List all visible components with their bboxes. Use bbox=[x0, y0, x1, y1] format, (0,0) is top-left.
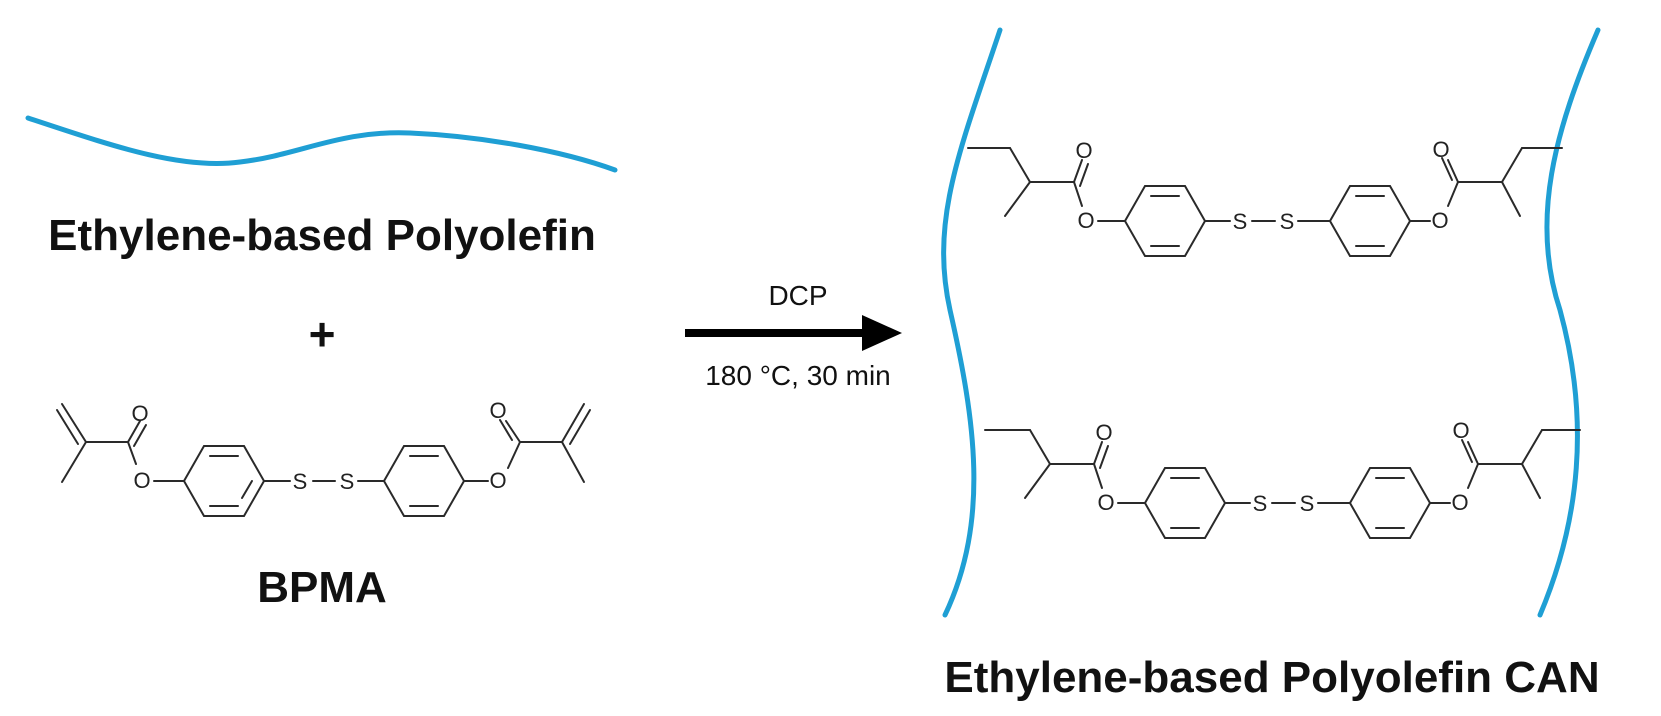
bpma-oxygen-ester-right: O bbox=[489, 468, 506, 493]
lower-oxygen-ester-left: O bbox=[1097, 490, 1114, 515]
upper-oxygen-ester-left: O bbox=[1077, 208, 1094, 233]
plus-sign: + bbox=[309, 308, 336, 360]
reactant1-label: Ethylene-based Polyolefin bbox=[48, 211, 596, 260]
lower-oxygen-carbonyl-right: O bbox=[1452, 418, 1469, 443]
crosslink-lower: O O S S O O bbox=[984, 418, 1581, 539]
bpma-oxygen-carbonyl-right: O bbox=[489, 398, 506, 423]
lower-sulfur-1: S bbox=[1253, 491, 1268, 516]
polyolefin-chain bbox=[25, 115, 618, 173]
bpma-sulfur-2: S bbox=[340, 469, 355, 494]
upper-sulfur-2: S bbox=[1280, 209, 1295, 234]
reactant2-label: BPMA bbox=[257, 563, 387, 612]
product-chain-left bbox=[941, 27, 1003, 618]
crosslink-upper: O O S S O O bbox=[967, 137, 1563, 257]
reagent-label: DCP bbox=[768, 280, 827, 311]
product-chain-right bbox=[1537, 27, 1601, 618]
bpma-oxygen-ester-left: O bbox=[133, 468, 150, 493]
bpma-oxygen-carbonyl-left: O bbox=[131, 401, 148, 426]
bpma-molecule: O O S S O O bbox=[56, 398, 591, 517]
product-label: Ethylene-based Polyolefin CAN bbox=[944, 653, 1599, 702]
lower-sulfur-2: S bbox=[1300, 491, 1315, 516]
bpma-sulfur-1: S bbox=[293, 469, 308, 494]
reaction-arrow-head bbox=[862, 315, 902, 351]
upper-oxygen-carbonyl-left: O bbox=[1075, 138, 1092, 163]
upper-oxygen-carbonyl-right: O bbox=[1432, 137, 1449, 162]
upper-sulfur-1: S bbox=[1233, 209, 1248, 234]
lower-oxygen-ester-right: O bbox=[1451, 490, 1468, 515]
lower-oxygen-carbonyl-left: O bbox=[1095, 420, 1112, 445]
conditions-label: 180 °C, 30 min bbox=[705, 360, 891, 391]
upper-oxygen-ester-right: O bbox=[1431, 208, 1448, 233]
